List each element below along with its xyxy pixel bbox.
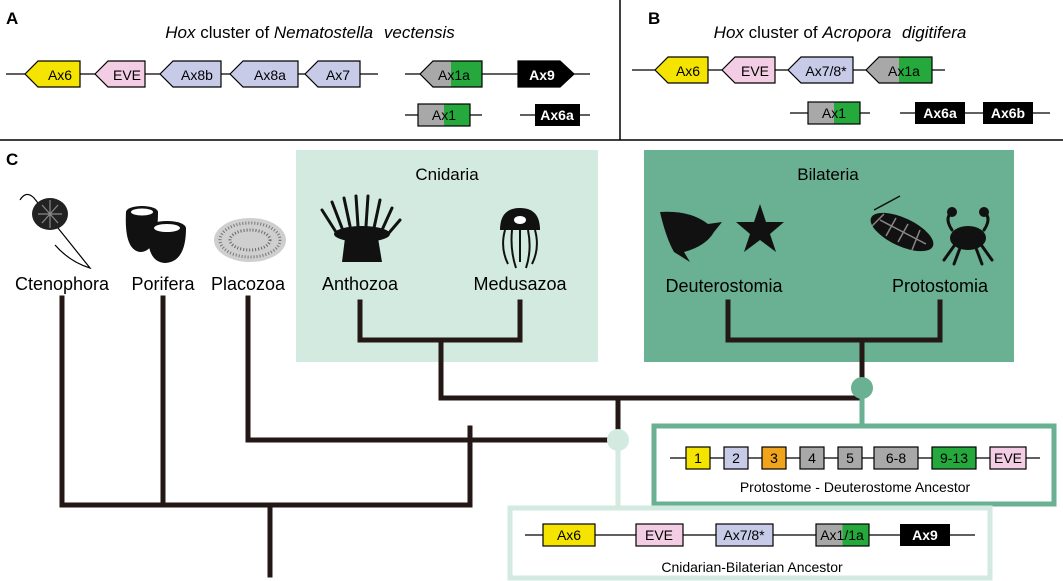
gene-ax1 — [807, 101, 861, 125]
gene-ax1-label: Ax1 — [822, 105, 846, 121]
panel-a-cluster-ax1a-ax9: Ax1a Ax9 — [405, 60, 590, 88]
porifera-icon — [125, 206, 186, 263]
gene-ax8b — [159, 60, 222, 88]
gene-ax6 — [654, 56, 709, 84]
taxon-placozoa: Placozoa — [211, 274, 286, 294]
gene-ax6a — [535, 104, 580, 126]
cb-ancestor-node — [607, 429, 629, 451]
gene-ax6-label: Ax6 — [48, 67, 72, 83]
trilobite-icon — [870, 195, 934, 252]
panel-b-cluster-row1: Ax6 EVE Ax7/8* Ax1a — [632, 56, 945, 84]
gene-eve — [721, 56, 776, 84]
pd-gene-7 — [931, 446, 977, 470]
ctenophora-icon — [19, 193, 92, 270]
cb-gene-eve-label: EVE — [645, 527, 673, 543]
gene-eve-label: EVE — [113, 67, 141, 83]
cb-ancestor-label: Cnidarian-Bilaterian Ancestor — [661, 559, 843, 575]
bilateria-box — [644, 150, 1014, 362]
cb-gene-ax78 — [715, 523, 774, 547]
taxon-anthozoa: Anthozoa — [322, 274, 399, 294]
cnidaria-label: Cnidaria — [415, 165, 479, 184]
pd-gene-3 — [761, 446, 787, 470]
cb-gene-ax6-label: Ax6 — [557, 527, 581, 543]
cb-gene-ax78-label: Ax7/8* — [723, 527, 765, 543]
taxon-medusazoa: Medusazoa — [473, 274, 567, 294]
panel-a-cluster-ax6a: Ax6a — [520, 104, 590, 126]
gene-ax78 — [787, 56, 854, 84]
gene-ax9-label: Ax9 — [529, 67, 555, 83]
gene-ax1a — [419, 60, 483, 88]
pd-ancestor-label: Protostome - Deuterostome Ancestor — [740, 479, 971, 495]
gene-ax6a — [915, 102, 965, 124]
gene-ax6 — [24, 60, 81, 88]
starfish-icon — [736, 204, 784, 252]
crab-icon — [942, 207, 994, 266]
pd-gene-3-label: 3 — [770, 450, 778, 466]
gene-ax1a-label: Ax1a — [438, 67, 470, 83]
phylogeny-tree — [59, 295, 943, 578]
pd-ancestor-box: 1 2 3 4 5 6-8 9-13 EVE Protostome - Deuterostom… — [651, 423, 1057, 507]
panel-b-cluster-ax6a-ax6b: Ax6a Ax6b — [900, 102, 1050, 124]
cb-gene-ax1-label: Ax1/1a — [820, 527, 864, 543]
gene-ax6b — [983, 102, 1033, 124]
taxon-porifera: Porifera — [131, 274, 195, 294]
panel-a-cluster-row1: Ax6 EVE Ax8b Ax8a Ax7 — [6, 60, 378, 88]
cb-ancestor-box: Ax6 EVE Ax7/8* Ax1/1a Ax9 Cnidarian-Bila… — [507, 505, 993, 581]
gene-ax7 — [304, 60, 361, 88]
gene-ax1-label: Ax1 — [432, 107, 456, 123]
pd-gene-1 — [685, 446, 711, 470]
panel-a-cluster-ax1: Ax1 — [405, 103, 482, 127]
gene-eve-label: EVE — [741, 63, 769, 79]
pd-gene-4-label: 4 — [808, 450, 816, 466]
placozoa-icon — [214, 218, 286, 262]
shark-icon — [660, 211, 722, 262]
gene-eve — [94, 60, 146, 88]
panel-b-title: Hox cluster of Acropora digitifera — [714, 23, 967, 42]
gene-ax9 — [517, 60, 575, 88]
gene-ax1 — [417, 103, 471, 127]
taxon-protostomia: Protostomia — [892, 276, 989, 296]
cb-gene-eve — [635, 523, 684, 547]
pd-gene-2-label: 2 — [732, 450, 740, 466]
gene-ax78-label: Ax7/8* — [805, 63, 847, 79]
panel-b-letter: B — [648, 9, 660, 28]
pd-gene-6 — [873, 446, 919, 470]
gene-ax8a — [229, 60, 299, 88]
gene-ax6b-label: Ax6b — [991, 105, 1025, 121]
gene-ax6-label: Ax6 — [676, 63, 700, 79]
cb-gene-ax9-label: Ax9 — [912, 527, 938, 543]
pd-gene-4 — [799, 446, 825, 470]
pd-gene-5-label: 5 — [846, 450, 854, 466]
panel-b-cluster-ax1: Ax1 — [790, 101, 870, 125]
taxon-ctenophora: Ctenophora — [15, 274, 110, 294]
cb-gene-ax1 — [815, 523, 870, 547]
pd-gene-8 — [989, 446, 1027, 470]
medusazoa-icon — [500, 208, 540, 269]
panel-c-letter: C — [6, 150, 18, 169]
pd-genes: 1 2 3 4 5 6-8 9-13 EVE — [685, 446, 1027, 470]
cb-gene-ax6 — [542, 523, 596, 547]
gene-ax6a-label: Ax6a — [540, 107, 574, 123]
gene-ax8b-label: Ax8b — [181, 67, 213, 83]
pd-gene-6-label: 6-8 — [886, 450, 906, 466]
pd-gene-2 — [723, 446, 749, 470]
gene-ax7-label: Ax7 — [326, 67, 350, 83]
gene-ax6a-label: Ax6a — [923, 105, 957, 121]
cb-gene-ax9 — [900, 524, 950, 546]
pd-gene-1-label: 1 — [694, 450, 702, 466]
gene-ax1a-label: Ax1a — [888, 63, 920, 79]
pd-gene-8-label: EVE — [994, 450, 1022, 466]
pd-gene-5 — [837, 446, 863, 470]
bilateria-label: Bilateria — [797, 165, 859, 184]
panel-a-letter: A — [6, 9, 18, 28]
pd-gene-7-label: 9-13 — [940, 450, 968, 466]
taxon-deuterostomia: Deuterostomia — [665, 276, 783, 296]
pd-ancestor-node — [851, 377, 873, 399]
gene-ax8a-label: Ax8a — [254, 67, 286, 83]
panel-a-title: Hox cluster of Nematostella vectensis — [165, 23, 455, 42]
gene-ax1a — [865, 56, 933, 84]
anthozoa-icon — [320, 194, 402, 262]
